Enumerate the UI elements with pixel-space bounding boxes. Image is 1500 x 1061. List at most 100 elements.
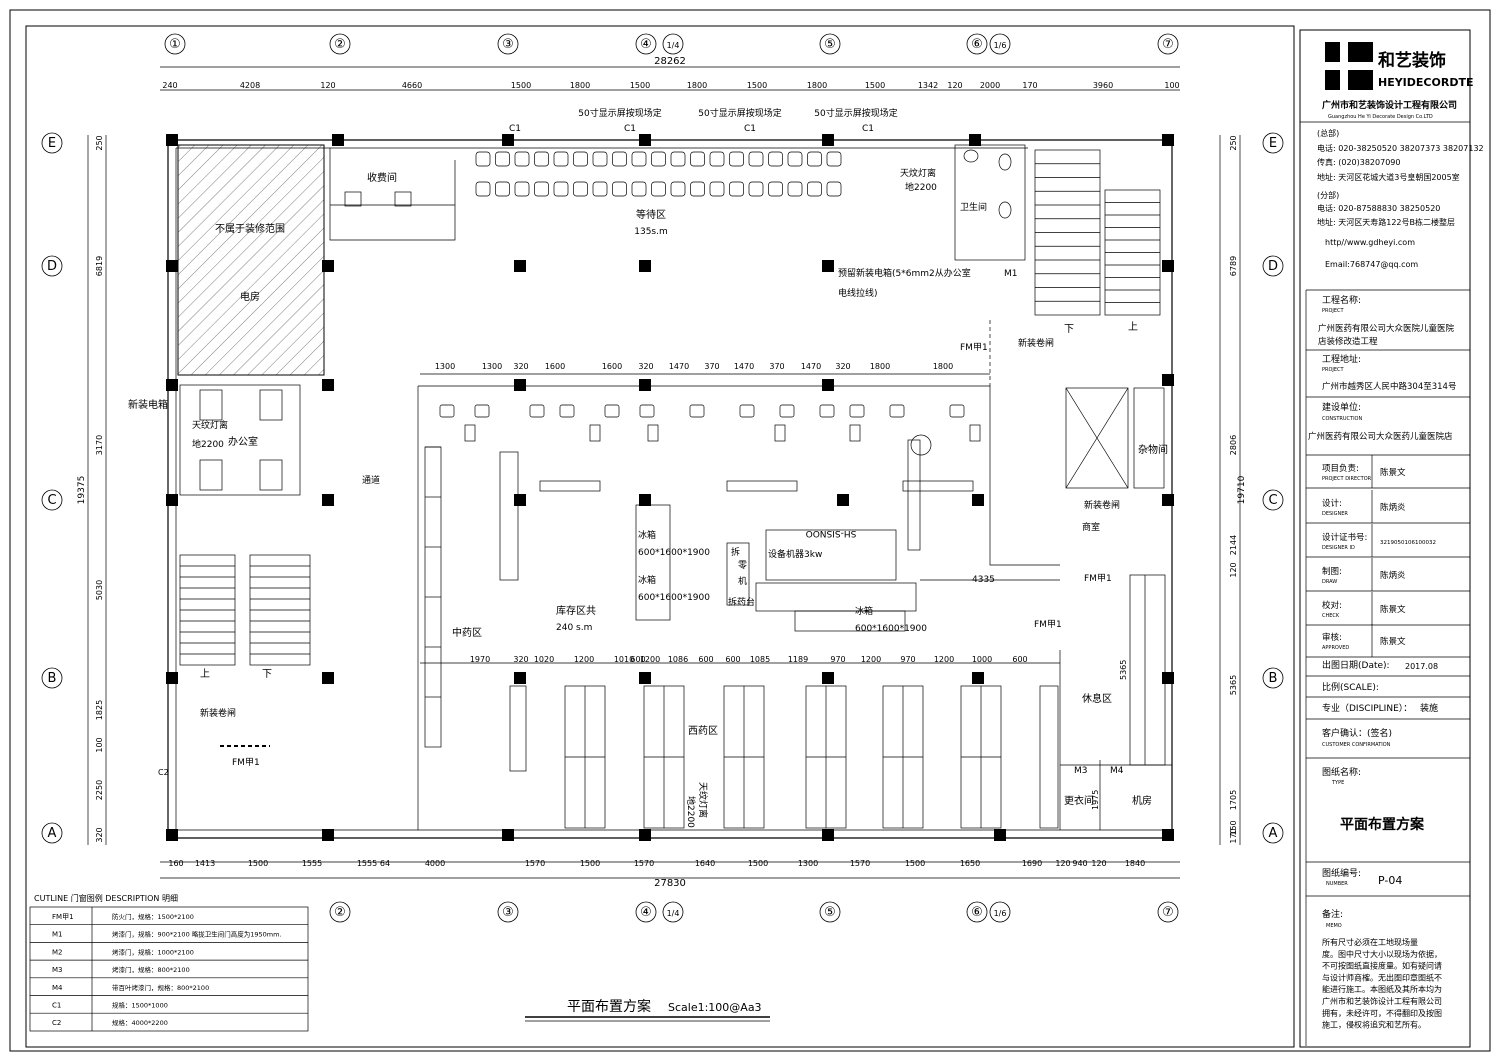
dim-label: 1085	[750, 655, 770, 664]
waiting-seats	[475, 151, 842, 197]
waiting-seat	[573, 181, 588, 197]
column	[639, 134, 651, 146]
axis-bubble-top: ⑦	[1157, 33, 1179, 55]
drawing-scale: Scale1:100@Aa3	[668, 1001, 762, 1014]
svg-text:1/4: 1/4	[667, 909, 680, 918]
dim-label: 1555	[357, 859, 377, 868]
dim-label: 1500	[865, 81, 885, 90]
column	[332, 134, 344, 146]
column	[166, 379, 178, 391]
axis-bubble-left: B	[41, 667, 63, 689]
storage-chair	[819, 404, 835, 418]
logo-en: HEYIDECORDTE	[1378, 76, 1473, 89]
drawing-title: 平面布置方案	[567, 998, 651, 1015]
dim-label: 1800	[807, 81, 827, 90]
dim-label: 1570	[634, 859, 654, 868]
ceiling-note-3: 天纹灯离	[697, 782, 709, 818]
dim-1975: 1975	[1091, 790, 1100, 810]
scale-label: 比例(SCALE):	[1322, 681, 1379, 693]
storage-area: 240 s.m	[556, 623, 592, 633]
dim-label: 1640	[695, 859, 715, 868]
column	[639, 379, 651, 391]
waiting-seat	[807, 181, 822, 197]
column	[1162, 134, 1174, 146]
column	[514, 672, 526, 684]
legend-code: M4	[52, 984, 63, 992]
western-shelves	[509, 685, 1059, 829]
window-c1-a: C1	[509, 124, 521, 134]
legend-code: M2	[52, 948, 63, 956]
dim-label: 1500	[511, 81, 531, 90]
door-m1: M1	[1004, 269, 1018, 279]
western-shelf	[1039, 685, 1059, 829]
fm-door-d: FM甲1	[1034, 619, 1062, 630]
dim-label: 600	[1012, 655, 1027, 664]
tcm-label: 中药区	[452, 626, 482, 639]
storage-chair	[639, 404, 655, 418]
axis-bubble-bottom: 1/4	[662, 901, 684, 923]
svg-text:③: ③	[502, 37, 514, 52]
date-value: 2017.08	[1405, 662, 1438, 671]
window-c1-d: C1	[862, 124, 874, 134]
fridge-3-label: 冰箱	[855, 605, 873, 617]
site-address: 广州市越秀区人民中路304至314号	[1322, 381, 1456, 392]
dim-label: 1500	[905, 859, 925, 868]
dim-label: 1413	[195, 859, 215, 868]
svg-text:⑦: ⑦	[1162, 905, 1174, 920]
dim-label: 1470	[734, 362, 754, 371]
dim-label: 250	[1229, 135, 1238, 150]
legend-code: C1	[52, 1002, 61, 1010]
changing-label: 更衣间	[1064, 794, 1094, 807]
dim-label: 1690	[1022, 859, 1042, 868]
dim-label: 2144	[1229, 535, 1238, 555]
waiting-seat	[709, 151, 725, 167]
waiting-seat	[729, 151, 744, 167]
dim-label: 4208	[240, 81, 260, 90]
branch-addr: 地址: 天河区天寿路122号B栋二楼整层	[1317, 217, 1455, 227]
dim-label: 2000	[980, 81, 1000, 90]
axis-bubble-top: ③	[497, 33, 519, 55]
memo-line: 能进行施工。本图纸及其所本均为	[1322, 984, 1442, 994]
tcm-shelves	[424, 446, 442, 748]
dim-label: 1570	[850, 859, 870, 868]
memo-line: 度。图中尺寸大小以现场为依据，	[1322, 949, 1442, 959]
website: http//www.gdheyi.com	[1325, 238, 1415, 247]
dim-label: 1200	[934, 655, 954, 664]
stair-right	[1034, 149, 1161, 316]
waiting-seat	[670, 181, 686, 197]
waiting-seat	[612, 151, 627, 167]
column	[822, 379, 834, 391]
column	[514, 379, 526, 391]
axis-bubble-top: ②	[329, 33, 351, 55]
dim-label: 1189	[788, 655, 808, 664]
client-label: 客户确认：(签名)	[1322, 727, 1392, 739]
column	[822, 260, 834, 272]
dim-label: 1470	[801, 362, 821, 371]
column	[1162, 260, 1174, 272]
tv-note-1: 50寸显示屏按现场定	[578, 107, 661, 119]
memo-line: 拥有，未经许可，不得翻印及按图	[1322, 1008, 1442, 1018]
waiting-seat	[534, 151, 549, 167]
company-name-en: Guangzhou He Yi Decorate Design Co.LTD	[1328, 114, 1433, 120]
door-m3: M3	[1074, 766, 1088, 776]
dim-label: 1470	[669, 362, 689, 371]
passage-label: 通道	[362, 474, 380, 486]
dim-label: 1600	[545, 362, 565, 371]
legend-desc: 烤漆门，规格：800*2100	[112, 965, 190, 974]
axis-bubble-top: 1/4	[662, 33, 684, 55]
dim-label: 100	[95, 737, 104, 752]
svg-text:⑦: ⑦	[1162, 37, 1174, 52]
column	[322, 379, 334, 391]
dim-label: 1500	[747, 81, 767, 90]
svg-text:1/6: 1/6	[994, 909, 1007, 918]
site-label: 工程地址:	[1322, 353, 1361, 365]
column	[969, 134, 981, 146]
axis-bubble-right: E	[1262, 132, 1284, 154]
dim-label: 2250	[95, 780, 104, 800]
office-room	[179, 384, 301, 496]
axis-bubble-bottom: ⑦	[1157, 901, 1179, 923]
axis-bubble-left: C	[41, 489, 63, 511]
branch-tel: 电话: 020-87588830 38250520	[1317, 203, 1440, 213]
